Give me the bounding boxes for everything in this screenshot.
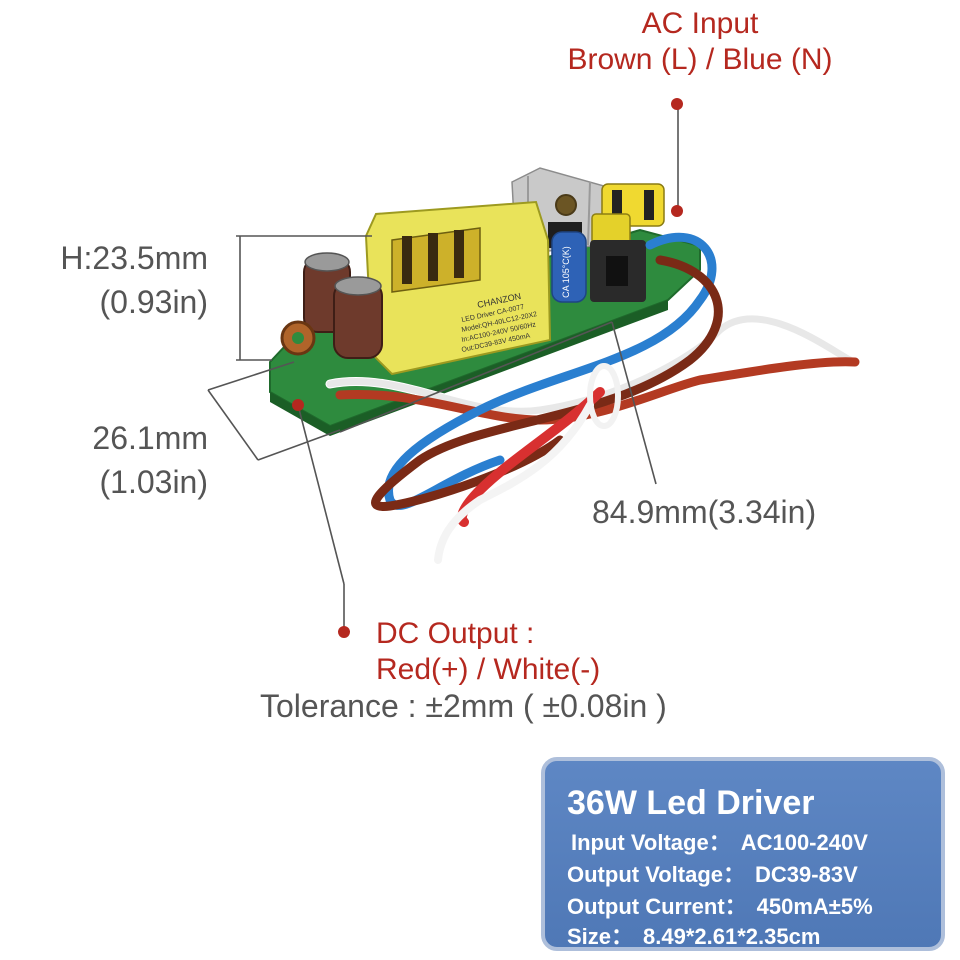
spec-key: Output Current： (567, 894, 747, 919)
red-white-lead (434, 387, 605, 564)
tolerance-note: Tolerance : ±2mm ( ±0.08in ) (260, 688, 667, 724)
ac-input-title: AC Input (641, 7, 759, 40)
spec-value: 8.49*2.61*2.35cm (643, 924, 821, 949)
input-wires (371, 232, 723, 511)
dc-output-title: DC Output : (376, 617, 535, 650)
spec-row-input-voltage: Input Voltage： AC100-240V (571, 829, 868, 857)
spec-title: 36W Led Driver (567, 784, 815, 822)
length-label: 84.9mm(3.34in) (592, 494, 817, 530)
spec-value: DC39-83V (755, 862, 858, 887)
bridge-rectifier (590, 240, 646, 302)
capacitor-label: CA 105°C(K) (561, 246, 571, 298)
height-in-label: (0.93in) (99, 284, 209, 320)
callout-pointers (292, 98, 683, 638)
cable-tie (587, 363, 621, 429)
dc-output-detail: Red(+) / White(-) (376, 653, 601, 686)
spec-key: Size： (567, 924, 634, 949)
blue-capacitor: CA 105°C(K) (551, 231, 587, 303)
width-in-label: (1.03in) (99, 464, 209, 500)
spec-row-output-voltage: Output Voltage： DC39-83V (567, 861, 858, 889)
ac-input-detail: Brown (L) / Blue (N) (567, 43, 833, 76)
height-mm-label: H:23.5mm (60, 240, 208, 276)
toroid-coil (280, 320, 316, 356)
spec-panel: 36W Led Driver Input Voltage：AC100-240V … (541, 757, 945, 951)
spec-row-output-current: Output Current： 450mA±5% (567, 893, 873, 921)
transformer (364, 200, 552, 376)
spec-value: AC100-240V (740, 830, 868, 855)
dimension-lines (207, 235, 657, 485)
width-mm-label: 26.1mm (92, 420, 208, 456)
spec-key: Output Voltage： (567, 862, 746, 887)
spec-key: Input Voltage： (571, 830, 731, 855)
electrolytic-capacitors (303, 252, 383, 359)
spec-value: 450mA±5% (756, 894, 873, 919)
spec-row-size: Size： 8.49*2.61*2.35cm (567, 923, 820, 951)
